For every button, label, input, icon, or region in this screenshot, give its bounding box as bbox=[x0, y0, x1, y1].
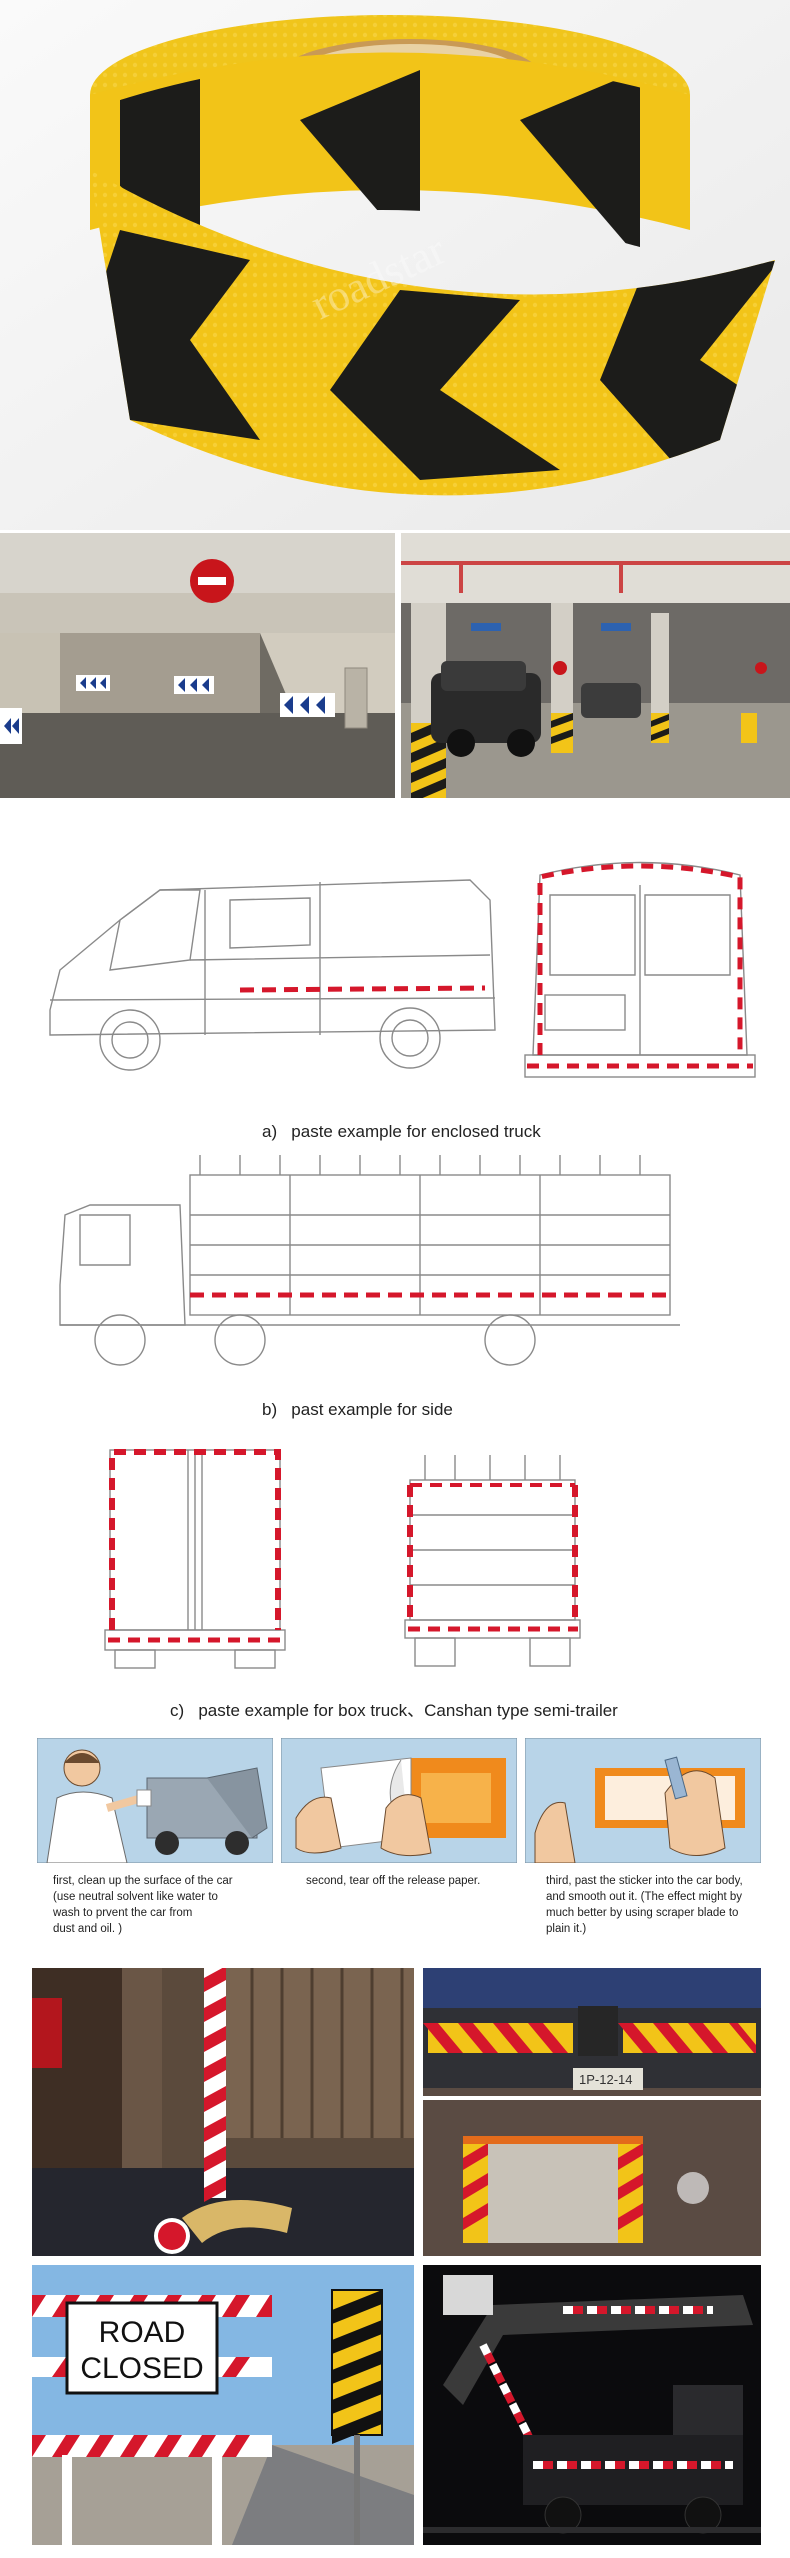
parking-garage-photo bbox=[401, 533, 790, 798]
stake-truck-side-diagram bbox=[50, 1155, 690, 1370]
step-1-text: first, clean up the surface of the car (… bbox=[53, 1875, 233, 1935]
red-white-post-stripe bbox=[204, 1968, 226, 2202]
hazard-marker-sign bbox=[331, 2289, 383, 2545]
night-bucket-truck-photo bbox=[423, 2265, 761, 2545]
wall-chevron-marker bbox=[76, 675, 110, 691]
reflective-outline bbox=[109, 1449, 281, 1630]
caption-box-truck: c) paste example for box truck、Canshan t… bbox=[170, 1701, 618, 1720]
step-3-apply-illustration bbox=[525, 1738, 761, 1863]
caption-enclosed-truck: a) paste example for enclosed truck bbox=[262, 1122, 541, 1141]
garage-entrance-photo bbox=[0, 533, 395, 798]
reflective-outline bbox=[537, 863, 743, 1055]
enclosed-van-rear-diagram bbox=[515, 855, 765, 1105]
wall-chevron-marker bbox=[174, 676, 214, 694]
truck-rear-reflective-photo: 1P-12-14 bbox=[423, 1968, 761, 2256]
step-3-text: third, past the sticker into the car bod… bbox=[546, 1875, 743, 1935]
semi-trailer-rear-diagram bbox=[400, 1455, 585, 1675]
road-closed-sign bbox=[65, 2301, 219, 2395]
reflective-strip bbox=[239, 985, 486, 993]
door-frame-tape-photo bbox=[32, 1968, 414, 2256]
road-sign-line-2: CLOSED bbox=[80, 2352, 203, 2385]
wall-chevron-marker bbox=[280, 693, 335, 717]
hero-tape-roll-photo: roadstar bbox=[0, 0, 790, 530]
step-1-clean-illustration bbox=[37, 1738, 273, 1863]
road-closed-sign-photo: ROAD CLOSED bbox=[32, 2265, 414, 2545]
box-truck-rear-diagram bbox=[100, 1430, 290, 1675]
caption-side: b) past example for side bbox=[262, 1400, 453, 1419]
step-2-tear-illustration bbox=[281, 1738, 517, 1863]
road-sign-line-1: ROAD bbox=[99, 2316, 186, 2349]
license-plate-text: 1P-12-14 bbox=[579, 2072, 632, 2087]
enclosed-van-side-diagram bbox=[40, 860, 500, 1100]
step-2-text: second, tear off the release paper. bbox=[306, 1875, 481, 1887]
